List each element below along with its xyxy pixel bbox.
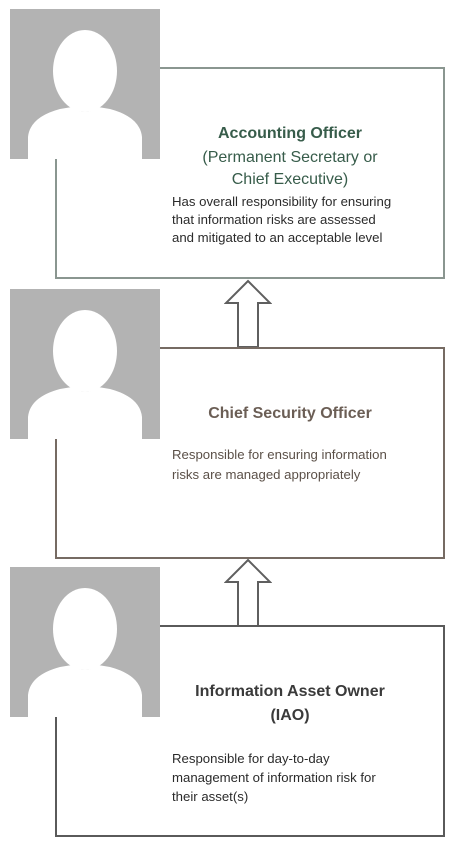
up-arrow-icon [224,279,272,348]
avatar-chief-security-officer [10,289,160,439]
avatar-information-asset-owner [10,567,160,717]
role-description-line3: and mitigated to an acceptable level [172,230,383,245]
role-description-line2: that information risks are assessed [172,212,376,227]
role-subtitle-line1: (Permanent Secretary or [202,149,378,166]
role-subtitle-line2: Chief Executive) [231,171,349,188]
role-title-line1: Information Asset Owner [195,683,385,700]
role-description-line1: Responsible for ensuring information [172,447,387,462]
person-silhouette-icon [28,310,142,439]
role-title: Accounting Officer [217,125,362,142]
avatar-accounting-officer [10,9,160,159]
role-description-line1: Responsible for day-to-day [172,751,330,766]
person-silhouette-icon [28,588,142,717]
role-description-line1: Has overall responsibility for ensuring [172,194,392,209]
role-title: Chief Security Officer [208,405,372,422]
role-description-line3: their asset(s) [172,789,249,804]
role-description-line2: risks are managed appropriately [172,467,361,482]
role-description-line2: management of information risk for [172,770,376,785]
person-silhouette-icon [28,30,142,159]
role-title-line2: (IAO) [270,707,310,724]
up-arrow-icon [224,558,272,627]
